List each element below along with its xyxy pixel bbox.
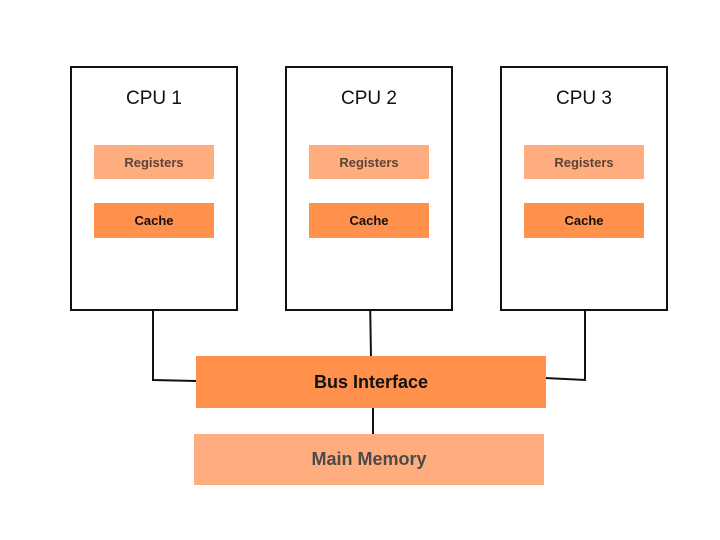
cpu-3-box: CPU 3	[500, 66, 668, 311]
main-memory: Main Memory	[194, 434, 544, 485]
cpu-3-title: CPU 3	[556, 88, 612, 109]
cpu-2-title: CPU 2	[341, 88, 397, 109]
cpu-1-title: CPU 1	[126, 88, 182, 109]
cpu-1-registers: Registers	[94, 145, 214, 179]
bus-interface: Bus Interface	[196, 356, 546, 408]
cpu-1-cache: Cache	[94, 203, 214, 238]
cpu-2-box: CPU 2	[285, 66, 453, 311]
cpu-1-box: CPU 1	[70, 66, 238, 311]
cpu-3-cache: Cache	[524, 203, 644, 238]
cpu-3-registers: Registers	[524, 145, 644, 179]
cpu-2-cache: Cache	[309, 203, 429, 238]
cpu-2-registers: Registers	[309, 145, 429, 179]
